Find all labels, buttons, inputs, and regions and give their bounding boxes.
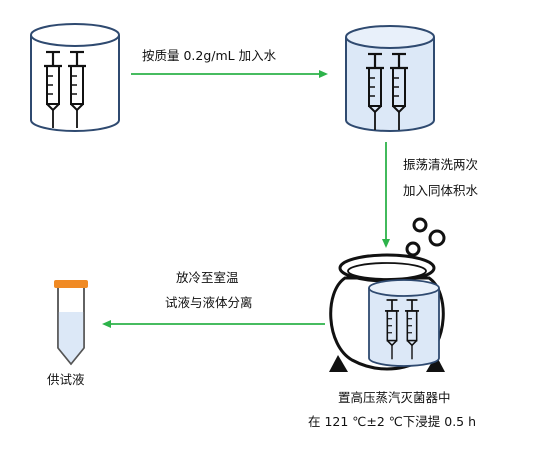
syringe-icon	[68, 50, 86, 128]
syringe-icon	[390, 52, 408, 130]
beaker-with-water	[368, 279, 440, 367]
steam-bubble	[412, 217, 428, 233]
step3-label-line1: 置高压蒸汽灭菌器中	[338, 390, 451, 405]
autoclave-pot	[329, 217, 446, 372]
step4-label-line2: 试液与液体分离	[165, 295, 253, 310]
result-label: 供试液	[47, 372, 85, 387]
step3-label-line2: 在 121 ℃±2 ℃下浸提 0.5 h	[308, 414, 477, 429]
syringe-icon	[44, 50, 62, 128]
syringe-icon	[384, 299, 400, 360]
step1-label: 按质量 0.2g/mL 加入水	[142, 48, 277, 63]
step2-label-line2: 加入同体积水	[403, 183, 479, 198]
step4-label-line1: 放冷至室温	[176, 270, 239, 285]
pot-leg	[329, 355, 348, 372]
pot-leg	[426, 355, 445, 372]
steam-bubble	[428, 229, 446, 247]
beaker-with-water	[345, 25, 435, 132]
syringe-icon	[366, 52, 384, 130]
syringe-icon	[404, 299, 420, 360]
beaker-with-syringes	[30, 23, 120, 132]
tube-cap	[54, 280, 88, 288]
steam-bubble	[405, 241, 421, 257]
step2-label-line1: 振荡清洗两次	[403, 157, 479, 172]
centrifuge-tube	[54, 280, 88, 366]
